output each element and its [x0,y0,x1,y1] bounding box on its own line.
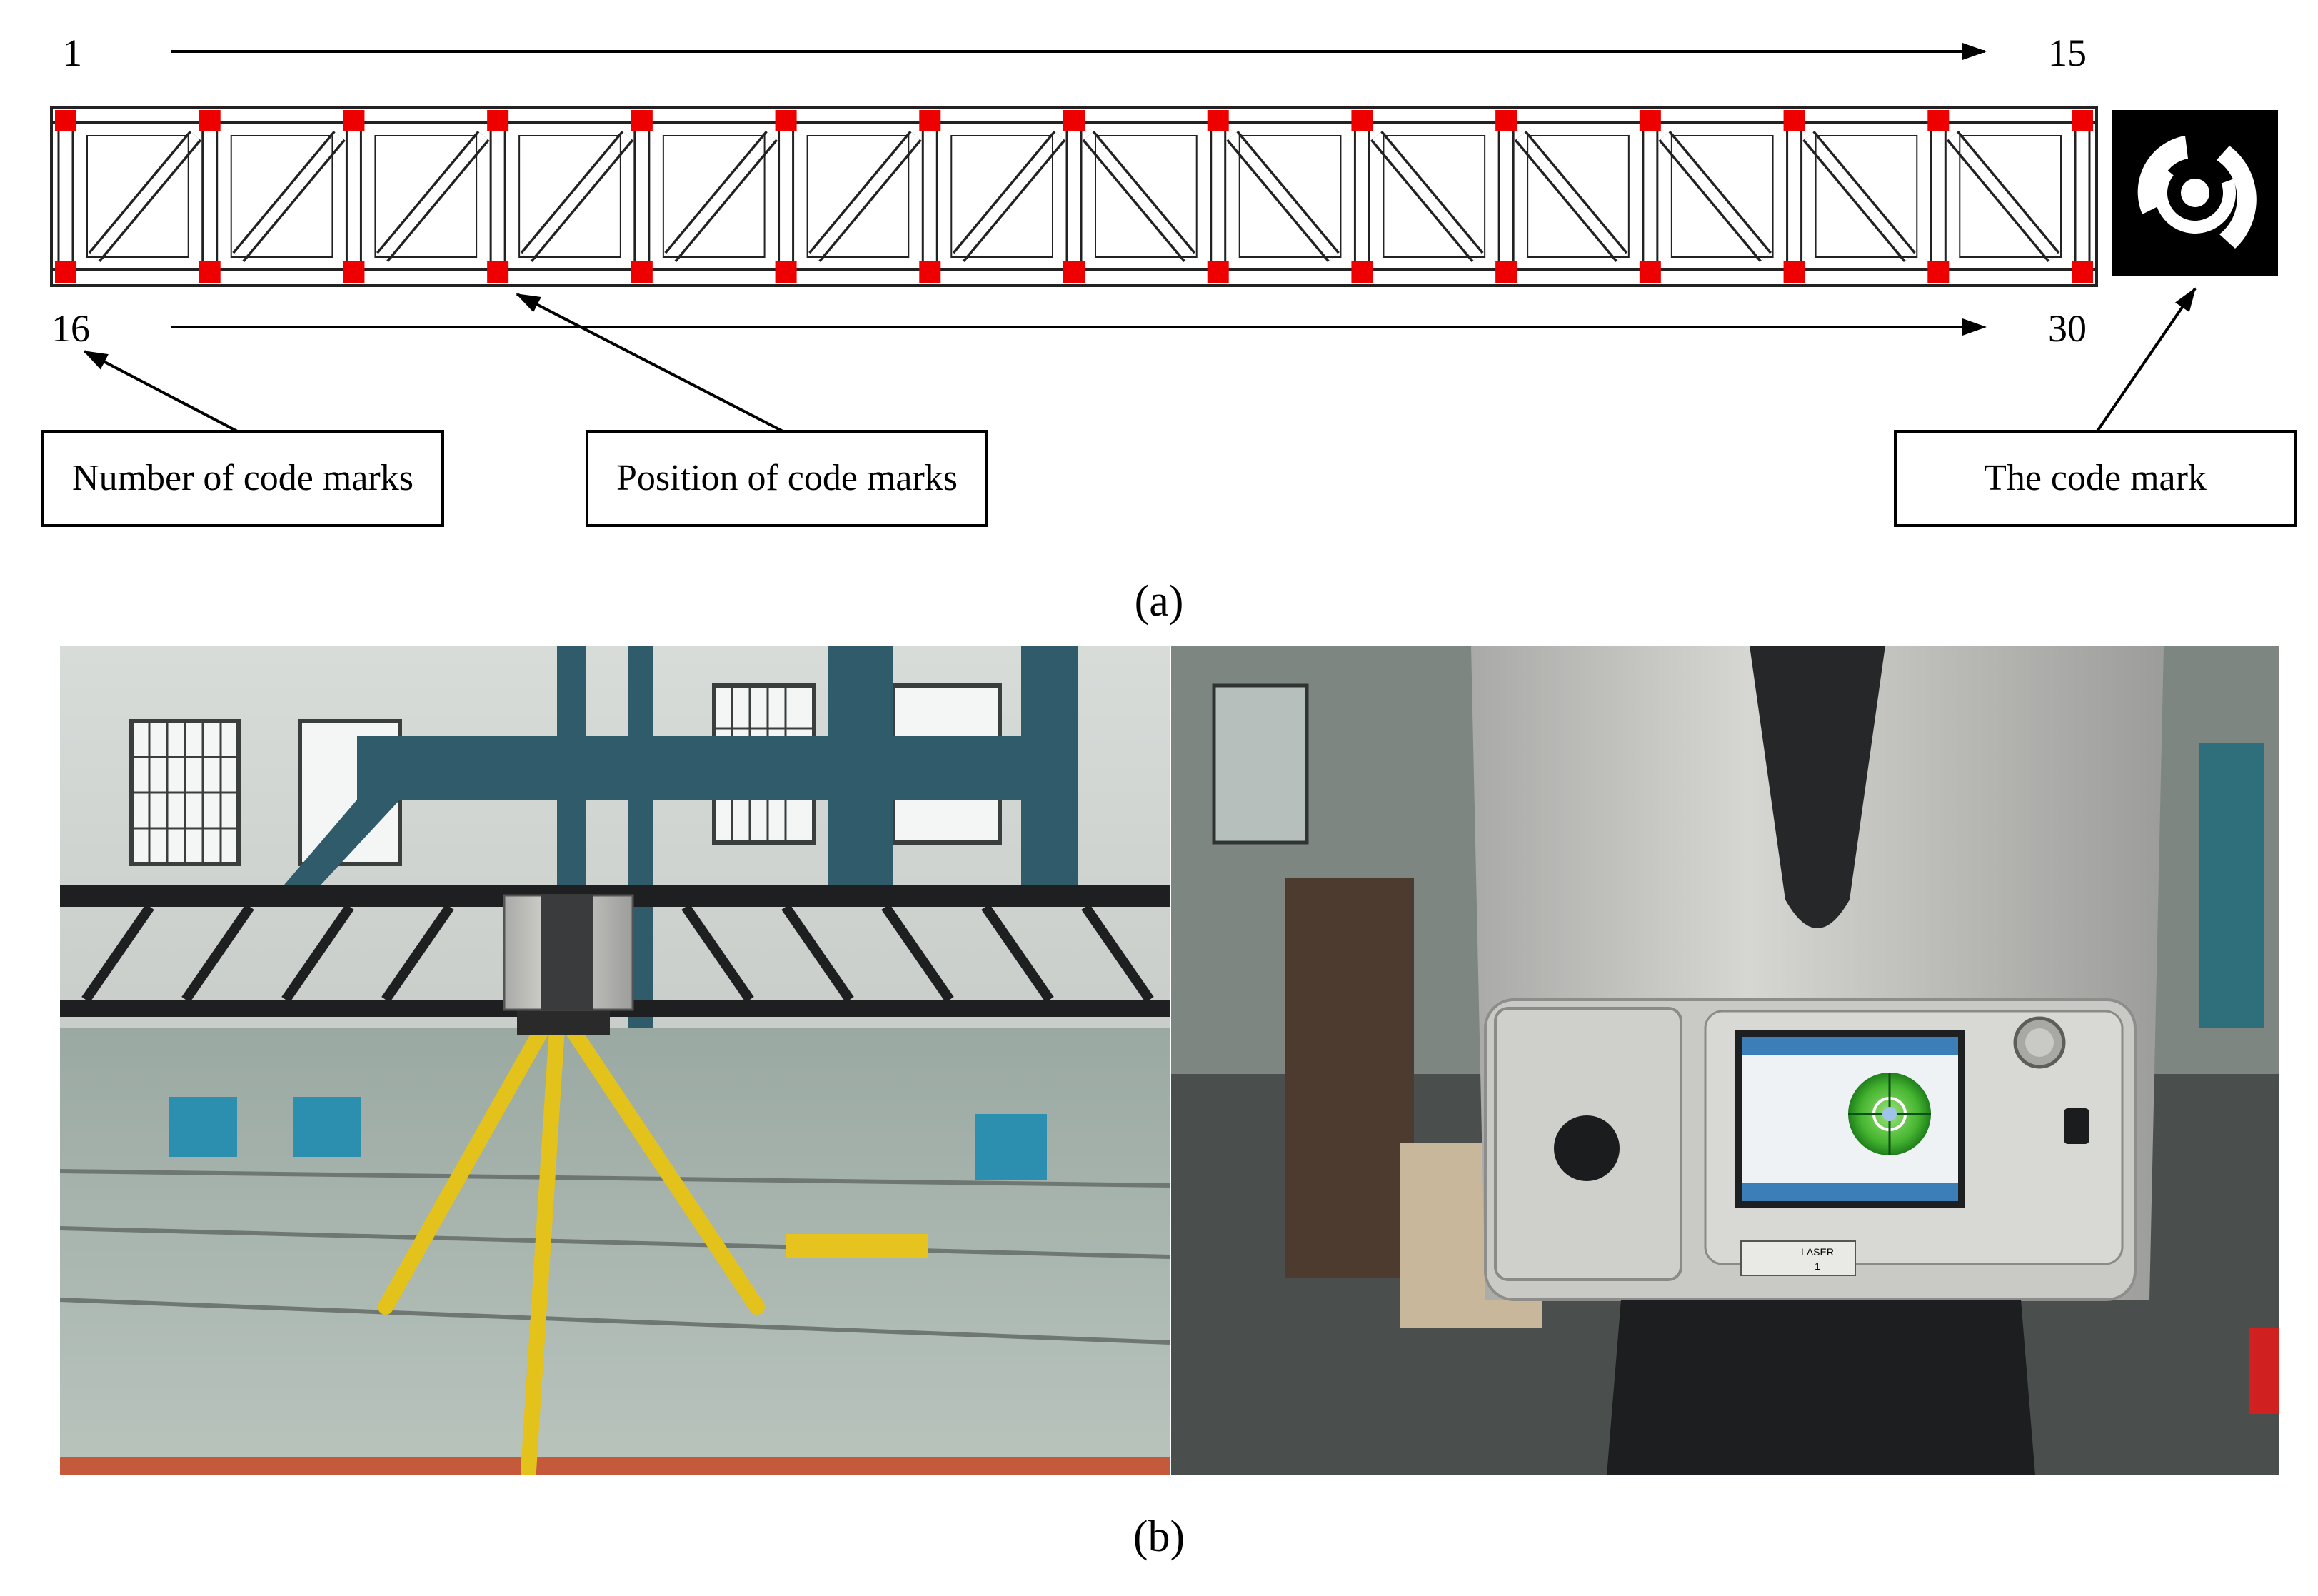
code-mark-top [1063,110,1085,131]
truss-diagonal-inner [666,132,776,261]
truss-vertical [201,121,219,271]
truss-vertical [921,121,938,271]
code-mark-top [199,110,221,131]
code-mark-top [775,110,797,131]
panel-a: 1 15 16 30 Number of code marks Position… [41,31,2297,626]
truss-vertical [2074,121,2091,271]
truss-panel-outline [374,135,478,258]
truss-diagonal-inner [90,132,200,261]
position-callout-box: Position of code marks [586,430,988,527]
position-callout-arrow [516,293,789,436]
truss-vertical [1642,121,1659,271]
truss-diagonal-inner [234,132,344,261]
truss-vertical [1353,121,1370,271]
top-start-number: 1 [63,31,82,74]
truss-panel-outline [1527,135,1630,258]
code-mark-bottom [1783,261,1805,283]
truss-vertical [57,121,74,271]
code-mark-bottom [1927,261,1950,283]
coded-target-icon [2112,110,2278,276]
truss-panel-outline [662,135,766,258]
truss-diagonal-inner [810,132,920,261]
number-callout-box: Number of code marks [41,430,444,527]
code-mark-bottom [343,261,365,283]
code-mark-top [2072,110,2093,131]
laser-scanner-on-tripod-photo [60,646,1170,1475]
truss-vertical [1930,121,1947,271]
truss-diagonal-inner [1084,132,1194,261]
code-mark-bottom [487,261,509,283]
truss-vertical [1786,121,1803,271]
code-mark-top [487,110,509,131]
code-mark-bottom [631,261,653,283]
code-mark-top [631,110,653,131]
truss-panel-outline [806,135,910,258]
truss-vertical [1210,121,1227,271]
scanner-level-screen-photo: LASER 1 [1171,646,2279,1475]
code-mark-top [1351,110,1373,131]
code-mark-bottom [1207,261,1229,283]
number-callout-arrow [83,350,244,436]
truss-panel-outline [1095,135,1198,258]
truss-diagonal-inner [1516,132,1626,261]
truss-panel-outline [230,135,333,258]
panel-b-caption: (b) [1133,1512,1185,1561]
truss-panel-outline [1959,135,2062,258]
number-callout-label: Number of code marks [72,458,413,498]
top-end-number: 15 [2048,31,2087,74]
truss-vertical [345,121,362,271]
code-mark-top [343,110,365,131]
truss-diagonal-inner [1660,132,1770,261]
truss-vertical [633,121,651,271]
code-mark-bottom [2072,261,2093,283]
truss-diagonal-inner [522,132,632,261]
bottom-start-number: 16 [51,307,90,350]
truss-diagonal-inner [1372,132,1482,261]
code-mark-callout-label: The code mark [1984,458,2207,498]
code-mark-bottom [775,261,797,283]
truss-panel-outline [1815,135,1918,258]
code-mark-bottom [199,261,221,283]
truss-vertical [489,121,506,271]
bottom-end-number: 30 [2048,307,2087,350]
truss-vertical [778,121,795,271]
code-mark-bottom [55,261,76,283]
laser-label-text: LASER [1801,1246,1834,1258]
truss-panel-outline [518,135,621,258]
code-mark-bottom [1495,261,1517,283]
truss-vertical [1497,121,1515,271]
code-mark-bottom [919,261,941,283]
code-mark-callout-box: The code mark [1894,430,2297,527]
code-mark-callout-arrow [2094,287,2197,436]
code-mark-top [1207,110,1229,131]
truss-panel-outline [950,135,1053,258]
truss-diagonal-inner [378,132,488,261]
code-mark-top [1927,110,1950,131]
truss-panel-outline [1238,135,1342,258]
truss-drawing [50,106,2098,287]
truss-diagonal-inner [1228,132,1338,261]
position-callout-label: Position of code marks [616,458,958,498]
laser-class-number: 1 [1815,1260,1820,1272]
truss-diagonal-inner [1804,132,1915,261]
truss-panel-outline [1670,135,1774,258]
code-mark-top [1783,110,1805,131]
truss-diagonal-inner [1948,132,2058,261]
code-mark-bottom [1639,261,1661,283]
code-mark-bottom [1351,261,1373,283]
truss-panel-outline [1383,135,1486,258]
panel-b: LASER 1 (b) [60,646,2279,1561]
code-mark-top [1639,110,1661,131]
truss-panel-outline [86,135,189,258]
truss-vertical [1065,121,1083,271]
code-mark-top [919,110,941,131]
panel-a-caption: (a) [1135,577,1184,626]
code-mark-bottom [1063,261,1085,283]
code-mark-top [1495,110,1517,131]
truss-diagonal-inner [954,132,1064,261]
code-mark-top [55,110,76,131]
